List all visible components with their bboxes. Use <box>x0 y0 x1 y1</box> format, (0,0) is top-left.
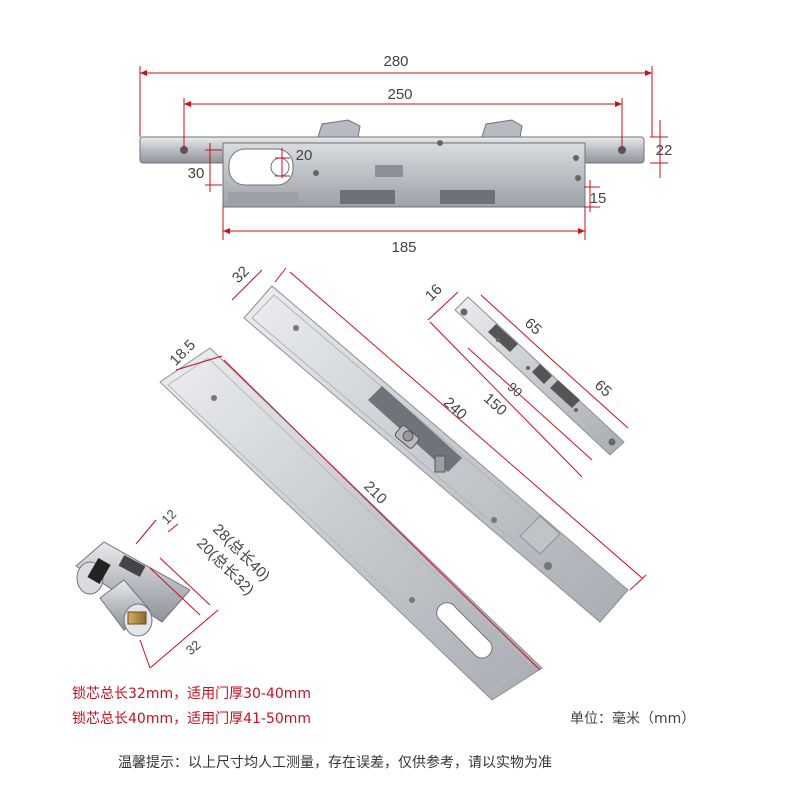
mortise-lock-body <box>139 119 645 208</box>
measurement-disclaimer: 温馨提示：以上尺寸均人工测量，存在误差，仅供参考，请以实物为准 <box>118 755 552 771</box>
dim-32-cylinder: 32 <box>183 637 204 658</box>
dim-22: 22 <box>656 142 673 159</box>
dim-250: 250 <box>387 86 412 103</box>
lock-cylinder <box>75 541 191 637</box>
dim-240: 240 <box>440 394 470 423</box>
dim-65-b: 65 <box>591 377 615 401</box>
dim-16: 16 <box>422 281 446 305</box>
dim-15: 15 <box>590 190 607 207</box>
handle-dimensions <box>175 355 541 671</box>
dim-20: 20 <box>296 147 313 164</box>
unit-label: 单位：毫米（mm） <box>570 711 696 727</box>
long-cover-plate <box>243 285 629 623</box>
strike-plate <box>454 296 625 456</box>
dim-150: 150 <box>480 390 510 419</box>
dim-30: 30 <box>188 165 205 182</box>
dim-185: 185 <box>391 239 416 256</box>
handle-plate <box>159 347 543 701</box>
dim-280: 280 <box>383 53 408 70</box>
cylinder-note-1: 锁芯总长32mm，适用门厚30-40mm <box>72 686 312 702</box>
top-dimension-lines <box>139 66 668 240</box>
cylinder-dimensions <box>135 519 219 669</box>
cylinder-note-2: 锁芯总长40mm，适用门厚41-50mm <box>72 711 312 727</box>
dim-12: 12 <box>158 506 179 527</box>
long-plate-dimensions <box>231 267 647 591</box>
strike-dimensions <box>427 291 629 478</box>
